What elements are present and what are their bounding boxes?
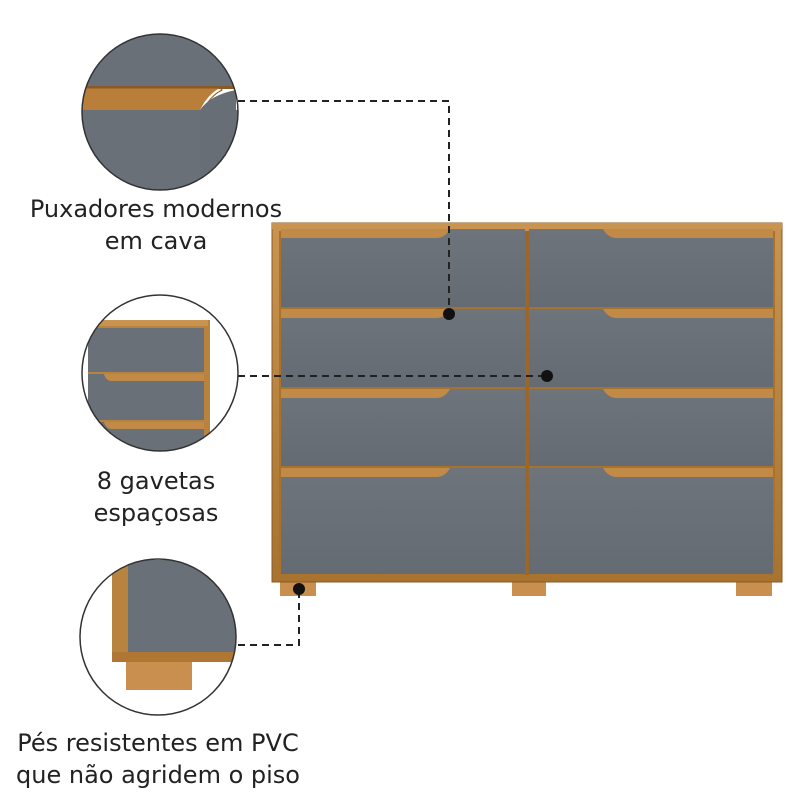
caption-drawers: 8 gavetas espaçosas: [0, 465, 312, 529]
leader-lines: [238, 100, 546, 646]
caption-handles: Puxadores modernos em cava: [0, 193, 312, 257]
drawer-left-3: [281, 389, 525, 466]
drawer-left-2: [281, 309, 525, 387]
caption-handles-line-1: Puxadores modernos: [29, 195, 283, 223]
drawer-right-3: [529, 389, 773, 466]
leader-line-handles: [238, 100, 450, 313]
drawer-right-1: [529, 229, 773, 307]
dresser-foot-right: [736, 580, 772, 596]
dresser-center-divider: [525, 231, 529, 575]
caption-handles-line-2: em cava: [104, 227, 208, 255]
caption-feet-line-1: Pés resistentes em PVC: [17, 729, 299, 757]
drawer-left-1: [281, 229, 525, 307]
detail-circle-drawers: [81, 294, 239, 452]
dresser: [271, 222, 783, 596]
drawer-right-2: [529, 309, 773, 387]
drawer-right-4: [529, 468, 773, 574]
drawer-left-4: [281, 468, 525, 574]
dresser-foot-middle: [512, 580, 546, 596]
caption-feet: Pés resistentes em PVC que não agridem o…: [0, 727, 316, 791]
caption-drawers-line-1: 8 gavetas: [96, 467, 216, 495]
marker-dot-drawers: [541, 370, 553, 382]
leader-line-feet: [238, 590, 300, 646]
detail-circle-handles: [81, 33, 239, 191]
caption-feet-line-2: que não agridem o piso: [16, 761, 300, 789]
detail-circle-feet: [79, 558, 237, 716]
caption-drawers-line-2: espaçosas: [93, 499, 219, 527]
marker-dot-handles: [443, 308, 455, 320]
marker-dot-feet: [293, 583, 305, 595]
